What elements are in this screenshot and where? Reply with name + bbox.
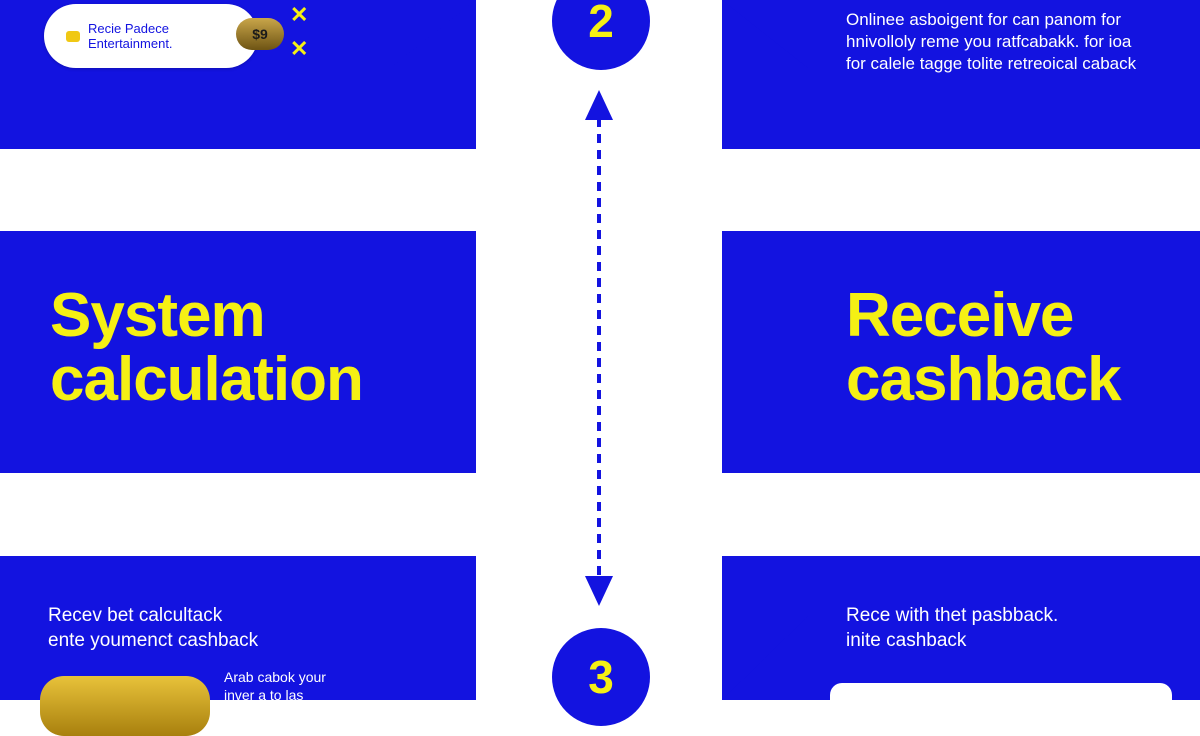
arrow-down-icon bbox=[585, 576, 613, 606]
receive-cashback-title: Receive cashback bbox=[846, 281, 1122, 414]
white-input-box[interactable] bbox=[830, 683, 1172, 723]
brand-pill[interactable]: Recie Padece Entertainment. bbox=[44, 4, 258, 68]
close-icon[interactable]: ✕ bbox=[290, 2, 309, 27]
system-calculation-title: System calculation bbox=[50, 281, 364, 414]
bottom-right-description: Rece with thet pasbback. inite cashback bbox=[846, 605, 1059, 651]
gold-button[interactable] bbox=[40, 676, 210, 736]
arrow-up-icon bbox=[585, 90, 613, 120]
brand-icon bbox=[66, 30, 80, 42]
top-right-arrow-notch bbox=[722, 0, 808, 68]
step-number: 2 bbox=[588, 0, 614, 47]
bottom-right-arrow-notch bbox=[722, 616, 808, 700]
bottom-small-note: Arab cabok your inver a to las bbox=[224, 669, 326, 703]
brand-text: Recie Padece Entertainment. bbox=[88, 21, 173, 51]
coin-icon: $9 bbox=[236, 18, 284, 50]
receive-cashback-panel bbox=[722, 231, 1200, 473]
top-right-panel bbox=[722, 0, 1200, 149]
bottom-right-panel bbox=[722, 556, 1200, 700]
system-calculation-panel bbox=[0, 231, 476, 473]
top-right-description: Onlinee asboigent for can panom for hniv… bbox=[846, 10, 1137, 73]
close-icon[interactable]: ✕ bbox=[290, 36, 309, 61]
step-badge-3: 3 bbox=[552, 628, 650, 726]
top-left-arrow-notch bbox=[390, 0, 476, 68]
bottom-left-description: Recev bet calcultack ente youmenct cashb… bbox=[48, 605, 259, 651]
bottom-left-arrow-notch bbox=[390, 616, 476, 700]
step-number: 3 bbox=[588, 651, 614, 703]
flow-connector bbox=[390, 0, 808, 700]
